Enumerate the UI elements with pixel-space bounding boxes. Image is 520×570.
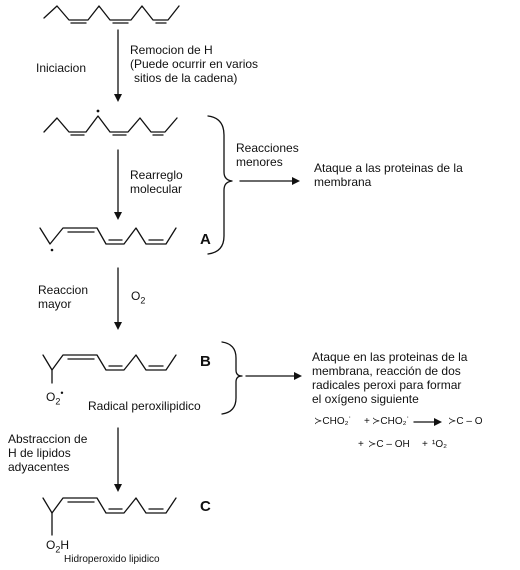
peroxyl-subscript: 2 bbox=[55, 396, 61, 407]
abstraction-label-line-3: adyacentes bbox=[8, 460, 70, 474]
abstraction-label-line-2: H de lipidos bbox=[8, 446, 71, 460]
peroxyl-radical-chain bbox=[42, 354, 177, 384]
membrane-attack-label-line-1: Ataque a las proteinas de la bbox=[314, 161, 463, 175]
hydroperoxide-hydrogen: H bbox=[60, 538, 70, 552]
equation-term-1: ≻CHO₂˙ bbox=[314, 416, 352, 427]
peroxyl-radical-caption: Radical peroxilipidico bbox=[88, 399, 201, 413]
equation-plus-1: + bbox=[364, 416, 370, 427]
oxygen-reagent: O2 bbox=[131, 289, 145, 307]
membrane-attack-label-line-2: membrana bbox=[314, 175, 372, 189]
peroxyl-radical-dot: • bbox=[60, 388, 64, 398]
initiation-label: Iniciacion bbox=[36, 61, 87, 75]
abstraction-label-line-1: Abstraccion de bbox=[8, 432, 88, 446]
peroxy-outcome-line-2: membrana, reacción de dos bbox=[312, 364, 461, 378]
structure-label-c: C bbox=[200, 498, 211, 515]
equation-term-5: ¹O₂ bbox=[432, 439, 447, 450]
radical-dot bbox=[96, 109, 100, 113]
equation-term-2: ≻CHO₂˙ bbox=[372, 416, 410, 427]
conjugated-diene-chain bbox=[39, 227, 177, 245]
equation-plus-2: + bbox=[358, 439, 364, 450]
peroxyl-brace bbox=[221, 341, 243, 415]
peroxy-outcome-line-3: radicales peroxi para formar bbox=[312, 378, 462, 392]
oxygen-symbol: O bbox=[131, 289, 141, 303]
minor-reactions-label-line-2: menores bbox=[236, 155, 283, 169]
hydroperoxide-oxygen: O bbox=[46, 538, 56, 552]
rearrangement-label-line-2: molecular bbox=[130, 182, 183, 196]
peroxyl-oxygen: O bbox=[46, 390, 56, 404]
equation-term-4: ≻C – OH bbox=[368, 439, 410, 450]
lipid-radical-chain bbox=[43, 115, 178, 136]
radical-dot-a bbox=[50, 248, 54, 252]
hydroperoxide-caption: Hidroperoxido lipidico bbox=[64, 554, 160, 565]
rearrangement-label-line-1: Rearreglo bbox=[130, 168, 183, 182]
h-removal-note-line-2: sitios de la cadena) bbox=[134, 71, 238, 85]
peroxyl-group: O2• bbox=[46, 386, 64, 408]
minor-reactions-brace bbox=[207, 115, 233, 255]
major-reaction-label-line-2: mayor bbox=[38, 297, 72, 311]
structure-label-b: B bbox=[200, 353, 211, 370]
fatty-acid-chain bbox=[43, 5, 180, 24]
equation-plus-3: + bbox=[422, 439, 428, 450]
structure-label-a: A bbox=[200, 231, 211, 248]
oxygen-subscript: 2 bbox=[140, 295, 146, 306]
minor-reactions-label-line-1: Reacciones bbox=[236, 141, 299, 155]
h-removal-title: Remocion de H bbox=[130, 43, 213, 57]
equation-term-3: ≻C – O bbox=[448, 416, 483, 427]
major-reaction-label-line-1: Reaccion bbox=[38, 283, 89, 297]
peroxy-outcome-line-1: Ataque en las proteinas de la bbox=[312, 350, 468, 364]
hydroperoxide-subscript: 2 bbox=[55, 544, 61, 555]
hydroperoxide-chain bbox=[42, 497, 177, 536]
hydroperoxide-group: O2H bbox=[46, 538, 69, 556]
h-removal-note-line-1: (Puede ocurrir en varios bbox=[130, 57, 259, 71]
peroxy-outcome-line-4: el oxígeno siguiente bbox=[312, 392, 419, 406]
